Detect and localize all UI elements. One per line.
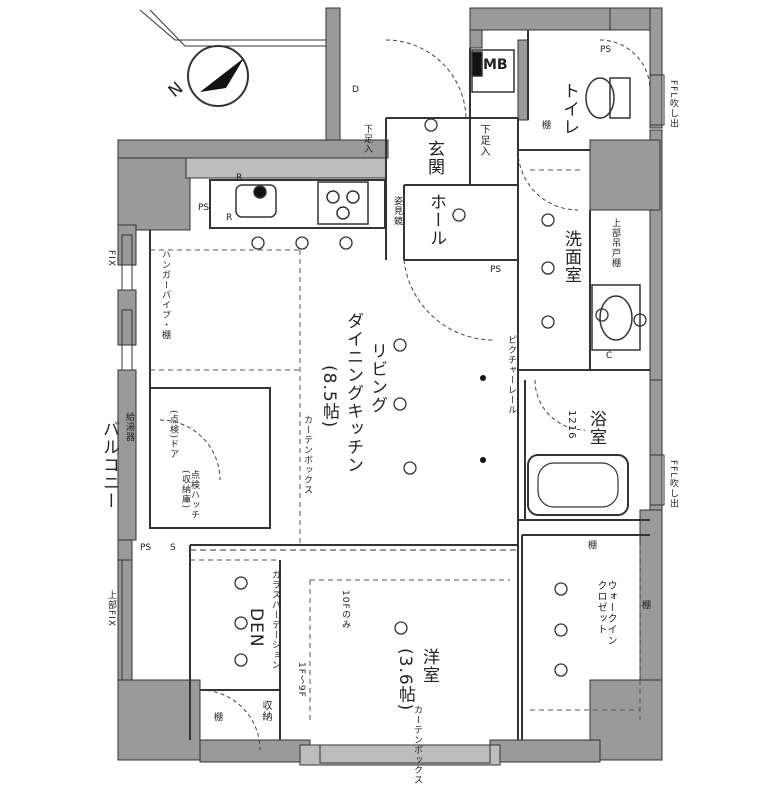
balcony-label: バルコニー xyxy=(99,420,119,510)
tana-label-3: 棚 xyxy=(212,712,222,722)
ldk-name-line1: リビング xyxy=(367,342,387,414)
hall-label: ホール xyxy=(426,193,446,247)
detach-hatch-label: 点検ハッチ (収納庫) xyxy=(180,470,199,520)
shoe-mirror-label: 姿見鏡 xyxy=(392,196,402,226)
interior-lines xyxy=(149,30,650,740)
door-swings xyxy=(159,39,651,751)
tana-label-4: 棚 xyxy=(540,120,550,130)
hinge-r-label: R xyxy=(226,213,233,223)
compass xyxy=(187,45,249,107)
lights xyxy=(234,118,647,677)
pipe-shelf-top-label: 上部吊戸棚 xyxy=(610,218,620,268)
geta-label-1: 下足入 xyxy=(478,124,489,157)
dashed-lines xyxy=(150,169,641,720)
geta-label-2: 下足入 xyxy=(362,124,372,154)
r-mark: R xyxy=(236,173,243,183)
mb-label: MB xyxy=(483,57,508,73)
shuno-label: 収納 xyxy=(260,700,271,722)
tana-label-2: 棚 xyxy=(640,600,650,610)
ldk-size-label: (8.5帖) xyxy=(319,365,339,429)
kyuto-label: 給湯器 xyxy=(124,412,134,442)
range-f-label: 1F〜9F xyxy=(296,662,306,698)
mb-box xyxy=(471,49,515,93)
fix-upper-label: 上部FIX xyxy=(106,590,116,627)
yoshitsu-size-label: (3.6帖) xyxy=(395,648,415,712)
den-label: DEN xyxy=(246,608,266,648)
toilet-label: トイレ xyxy=(559,82,579,136)
picture-rail-label: ピクチャーレール xyxy=(506,335,516,415)
curtain-box-label-1: カーテンボックス xyxy=(302,415,312,495)
ps-label-4: PS xyxy=(140,543,152,553)
genkan-label: 玄関 xyxy=(424,140,444,176)
fukashi-label-2: FFL吹し出 xyxy=(668,460,678,509)
d-mark: D xyxy=(352,85,359,95)
ldk-name-line2: ダイニングキッチン xyxy=(343,312,363,474)
bath-label: 浴室 xyxy=(586,410,606,446)
bath-size-label: 1216 xyxy=(566,410,577,440)
yoshitsu-label: 洋室 xyxy=(419,648,439,684)
senmen-label: 洗面室 xyxy=(561,230,581,284)
curtain-box-label-2: カーテンボックス xyxy=(412,705,422,785)
spot-dots xyxy=(480,375,486,463)
balcony-window-left xyxy=(121,74,665,764)
fukashi-label-1: FFL吹し出 xyxy=(668,80,678,129)
fix-left-label: FIX xyxy=(106,250,116,267)
tana-label-1: 棚 xyxy=(586,540,596,550)
ps-label-1: PS xyxy=(198,203,210,213)
wic-label: ウォークイン クロゼット xyxy=(595,580,616,646)
entry-lines xyxy=(139,9,326,47)
stove xyxy=(317,181,369,225)
bathtub xyxy=(527,454,629,516)
ps-label-3: PS xyxy=(600,45,612,55)
tenf-only-label: 10Fのみ xyxy=(340,590,350,630)
detach-door-label: (点検)ドア xyxy=(168,410,178,460)
ps-label-2: PS xyxy=(490,265,502,275)
exterior-walls xyxy=(117,7,663,766)
c-mark-label: C xyxy=(606,351,613,361)
glass-partition-label: ガラスパーテーション xyxy=(270,570,280,670)
pipe-shelf-label: ハンガーパイプ・棚 xyxy=(160,250,170,340)
sink xyxy=(235,184,277,218)
washbasin xyxy=(591,284,641,351)
toilet-fixture xyxy=(585,77,631,119)
s-mark: S xyxy=(170,543,176,553)
